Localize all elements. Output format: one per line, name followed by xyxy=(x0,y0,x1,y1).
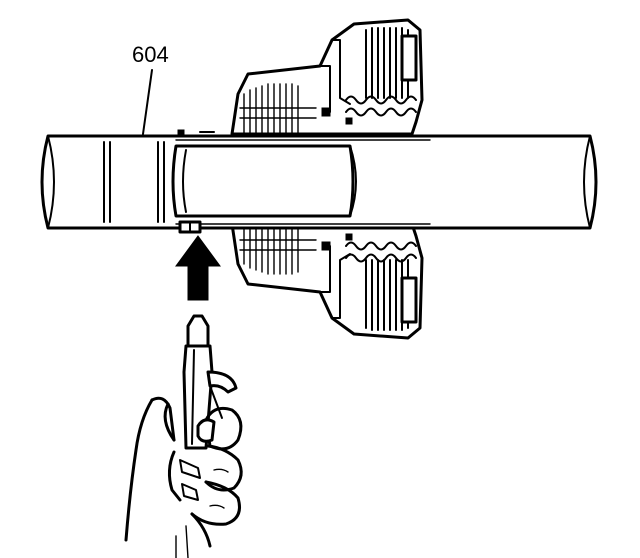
operator-hand xyxy=(124,396,243,558)
clutch-plates-lower xyxy=(365,259,418,331)
callout-label-604: 604 xyxy=(132,42,169,67)
shaft xyxy=(40,129,598,234)
return-springs-lower xyxy=(345,241,417,263)
return-springs-upper xyxy=(345,95,417,117)
clutch-assembly-lower xyxy=(230,222,424,340)
clutch-plates-upper xyxy=(365,27,418,99)
clutch-assembly-upper xyxy=(230,18,424,136)
air-direction-arrow xyxy=(175,235,221,301)
drum-shading-lower xyxy=(239,223,317,275)
drum-shading-upper xyxy=(239,83,317,135)
leader-line-604 xyxy=(142,69,153,135)
